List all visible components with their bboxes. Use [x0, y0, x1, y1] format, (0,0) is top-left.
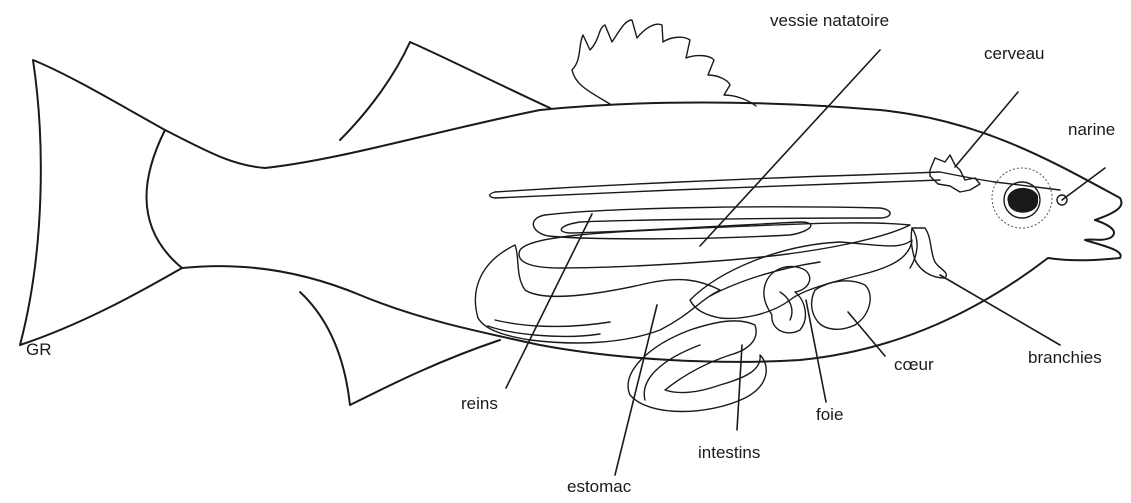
leader-coeur — [848, 312, 885, 356]
leader-foie — [806, 300, 826, 402]
heart — [764, 266, 810, 332]
mouth — [1048, 220, 1121, 260]
label-intestins: intestins — [698, 444, 760, 461]
dorsal-fin-spiny — [572, 20, 756, 106]
leader-branchies — [940, 275, 1060, 345]
leader-cerveau — [955, 92, 1018, 167]
tail-boundary — [146, 130, 182, 268]
label-reins: reins — [461, 395, 498, 412]
ventricle — [812, 281, 871, 329]
leader-estomac — [615, 305, 657, 475]
label-narine: narine — [1068, 121, 1115, 138]
body-upper-outline — [165, 103, 1122, 221]
leader-narine — [1062, 168, 1105, 200]
brain — [930, 155, 980, 192]
stomach — [475, 245, 720, 343]
label-foie: foie — [816, 406, 843, 423]
leader-reins — [506, 214, 592, 388]
caudal-fin — [20, 60, 182, 345]
label-coeur: cœur — [894, 356, 934, 373]
label-branchies: branchies — [1028, 349, 1102, 366]
label-cerveau: cerveau — [984, 45, 1044, 62]
leader-intestins — [737, 345, 742, 430]
body-lower-outline — [182, 258, 1048, 362]
leader-vessie — [700, 50, 880, 246]
label-vessie-natatoire: vessie natatoire — [770, 12, 889, 29]
spinal-canal — [495, 172, 1060, 192]
label-estomac: estomac — [567, 478, 631, 495]
eye-iris — [1007, 188, 1038, 213]
label-corner: GR — [26, 341, 52, 358]
dorsal-fin-rear — [340, 42, 550, 140]
